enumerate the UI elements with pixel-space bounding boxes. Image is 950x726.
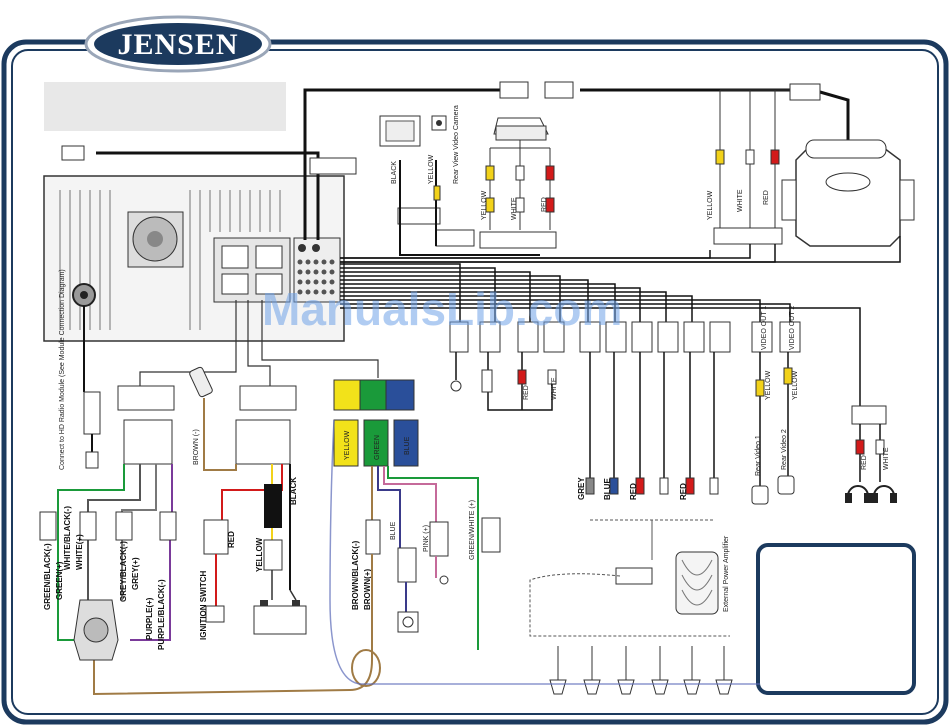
label-black: BLACK (391, 161, 398, 184)
harness-label-green: GREEN (374, 435, 381, 460)
label-red-a: RED (629, 483, 638, 500)
label-blue: BLUE (603, 478, 612, 500)
ignition-switch-icon (205, 605, 225, 623)
watermark: ManualsLib.com (262, 283, 622, 335)
speaker-icon (549, 646, 567, 695)
label-black-power: BLACK (289, 477, 298, 505)
label-yellow-out2: YELLOW (792, 370, 799, 400)
label-white-3: WHITE (737, 189, 744, 212)
harness-label-yellow: YELLOW (344, 430, 351, 460)
headphones-icon (845, 485, 897, 503)
hd-radio-note: Connect to HD Radio Module (See Module C… (59, 269, 66, 470)
rear-camera-label: Rear View Video Camera (453, 105, 460, 184)
speaker-icon (715, 646, 733, 695)
label-red-3: RED (763, 190, 770, 205)
external-amplifier-icon (675, 551, 719, 615)
rear-camera: Rear View Video Camera BLACK YELLOW (379, 105, 540, 256)
inline-fuse (264, 484, 282, 528)
label-video-out-2: VIDEO OUT 2 (789, 306, 796, 350)
label-yellow-power: YELLOW (255, 537, 264, 572)
speaker-icon (583, 646, 601, 695)
outer-frame (1, 39, 949, 725)
label-red-power: RED (227, 531, 236, 548)
rca-plugs (585, 367, 793, 495)
inner-frame (11, 49, 939, 715)
rca-output-boxes (449, 321, 801, 353)
rca-drop-wires (455, 352, 789, 490)
speakers (549, 646, 733, 695)
label-white-black: WHITE/BLACK(-) (63, 506, 72, 570)
label-red: RED (541, 197, 548, 212)
speaker-harness-connector (117, 385, 175, 411)
nav-module: YELLOW WHITE RED (479, 117, 557, 249)
label-yellow-3: YELLOW (707, 190, 714, 220)
label-green: GREEN(+) (55, 561, 64, 600)
aux-harness-connector (239, 385, 297, 411)
label-red-headphone: RED (861, 455, 868, 470)
label-white: WHITE (511, 197, 518, 220)
antenna-motor-icon (397, 611, 419, 633)
speaker-icon (683, 646, 701, 695)
label-sat-red: RED (523, 385, 530, 400)
illumination-icon (439, 575, 449, 585)
label-blue-2: BLUE (390, 521, 397, 540)
label-external-amplifier: External Power Amplifier (723, 535, 730, 612)
label-brown-minus: BROWN (-) (193, 429, 200, 465)
label-green-black: GREEN/BLACK(-) (43, 543, 52, 610)
iso-color-connector (333, 379, 415, 411)
label-white-left: WHITE(+) (75, 534, 84, 570)
label-brown: BROWN(+) (363, 569, 372, 610)
logo-text: JENSEN (117, 28, 238, 61)
speaker-icon (651, 646, 669, 695)
usb-connectors (61, 81, 821, 161)
rear-monitor-1 (751, 485, 769, 505)
label-yellow: YELLOW (428, 154, 435, 184)
label-rear-video-1: Rear Video 1 (755, 435, 762, 476)
label-purple-black: PURPLE/BLACK(-) (157, 579, 166, 650)
label-red-b: RED (679, 483, 688, 500)
label-green-white: GREEN/WHITE (+) (469, 500, 476, 560)
label-pink: PINK (+) (423, 525, 430, 552)
jensen-logo: JENSEN (84, 15, 272, 73)
label-yellow-2: YELLOW (481, 190, 488, 220)
mobile-phone-icon (189, 366, 213, 398)
model-info-box (44, 82, 286, 131)
label-purple: PURPLE(+) (145, 597, 154, 640)
speaker-icon (73, 599, 119, 661)
battery-icon (253, 600, 307, 635)
tuner-module: YELLOW WHITE RED (707, 89, 915, 247)
label-ignition-switch: IGNITION SWITCH (199, 570, 208, 640)
label-rear-video-2: Rear Video 2 (781, 429, 788, 470)
harness-label-blue: BLUE (404, 436, 411, 455)
label-grey-left: GREY(+) (131, 557, 140, 590)
notes-box (756, 543, 916, 695)
label-white-headphone: WHITE (883, 447, 890, 470)
label-sat-white: WHITE (551, 377, 558, 400)
hd-radio-tuner-icon (83, 391, 101, 435)
signal-wires (340, 236, 901, 420)
rear-monitor-2 (777, 475, 795, 495)
label-video-out-1: VIDEO OUT 1 (761, 306, 768, 350)
head-unit (43, 175, 345, 342)
speaker-icon (617, 646, 635, 695)
microphone-plug (450, 380, 462, 392)
label-grey: GREY (577, 477, 586, 500)
label-brown-black: BROWN/BLACK(-) (351, 540, 360, 610)
label-yellow-out1: YELLOW (765, 370, 772, 400)
label-grey-black: GREY/BLACK(-) (119, 541, 128, 602)
